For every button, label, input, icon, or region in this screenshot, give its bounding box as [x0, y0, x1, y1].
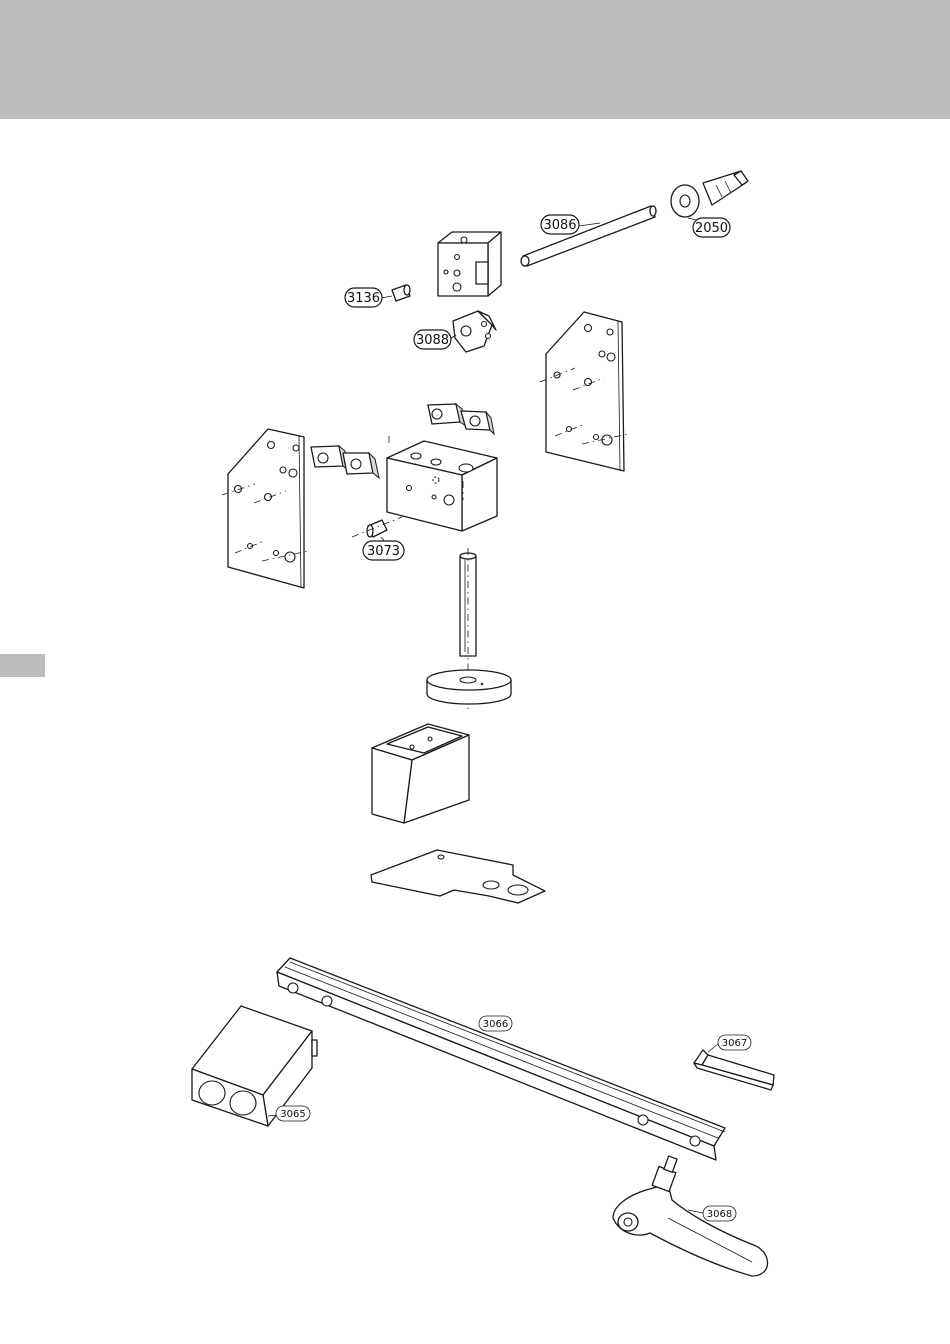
callout-2050: 2050	[693, 218, 730, 237]
part-3066-rail	[277, 958, 725, 1160]
part-disc-base	[427, 670, 511, 704]
callout-3136-label: 3136	[347, 291, 380, 306]
callout-3086-label: 3086	[543, 218, 576, 233]
part-3067-key	[694, 1050, 774, 1090]
part-3136-pin	[392, 285, 410, 301]
callout-3066-label: 3066	[483, 1019, 508, 1030]
part-base-plate	[371, 850, 545, 903]
callout-3065: 3065	[276, 1106, 310, 1121]
callout-3136: 3136	[345, 288, 382, 307]
callout-3067-label: 3067	[722, 1038, 747, 1049]
callout-3086: 3086	[541, 215, 579, 234]
callout-3068-label: 3068	[707, 1209, 732, 1220]
part-left-plate	[222, 429, 308, 588]
part-right-plate	[540, 312, 628, 471]
part-upper-clamps	[428, 404, 494, 434]
callout-3068: 3068	[703, 1206, 736, 1221]
callout-3067: 3067	[718, 1035, 751, 1050]
callout-2050-label: 2050	[695, 221, 728, 236]
callout-3073: 3073	[363, 541, 404, 560]
callout-3066: 3066	[479, 1016, 512, 1031]
part-3088-cam	[453, 311, 496, 352]
part-lower-clamps	[311, 446, 379, 478]
part-2050-screw	[671, 171, 748, 217]
part-center-block	[387, 436, 497, 531]
part-3073-sleeve	[352, 517, 402, 537]
callout-3073-label: 3073	[367, 544, 400, 559]
part-3086-rod	[521, 206, 656, 266]
part-3068-lever	[613, 1156, 768, 1276]
part-top-block	[438, 232, 501, 296]
callout-3088-label: 3088	[416, 333, 449, 348]
callout-3065-label: 3065	[280, 1109, 305, 1120]
part-slider-block	[372, 724, 469, 823]
callout-3088: 3088	[414, 330, 451, 349]
